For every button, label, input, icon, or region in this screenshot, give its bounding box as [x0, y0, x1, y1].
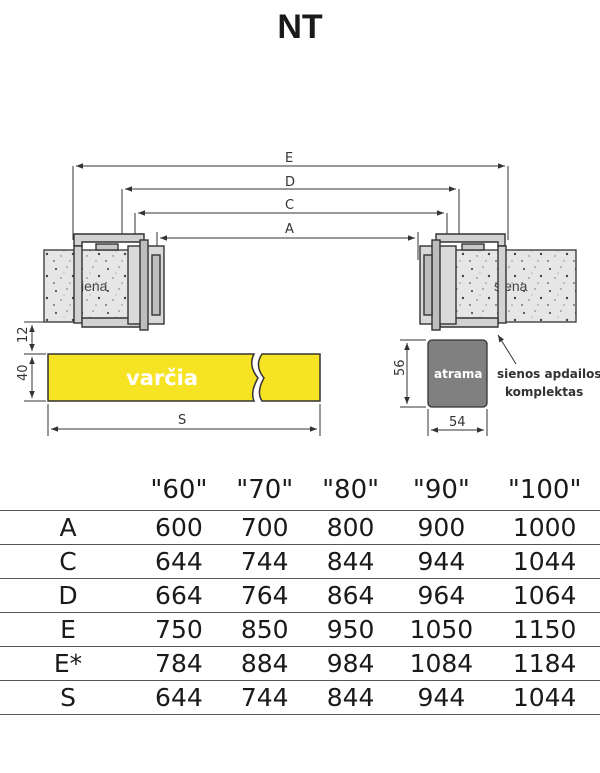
row-label: E	[0, 612, 136, 647]
frame-profile-right	[419, 233, 507, 331]
table-cell: 1044	[489, 544, 600, 579]
varcia-board	[47, 353, 259, 402]
table-cell: 750	[136, 612, 222, 647]
table-row: A 600 700 800 900 1000	[0, 510, 600, 545]
dim-56: 56	[393, 359, 408, 376]
table-cell: 944	[393, 680, 490, 715]
table-cell: 664	[136, 578, 222, 613]
table-cell: 1044	[489, 680, 600, 715]
dim-40: 40	[16, 364, 31, 381]
table-row: S 644 744 844 944 1044	[0, 680, 600, 715]
table-cell: 950	[307, 612, 394, 647]
finish-kit-label-1: sienos apdailos	[497, 367, 600, 381]
table-row: E* 784 884 984 1084 1184	[0, 646, 600, 681]
table-cell: 944	[393, 544, 490, 579]
table-cell: 864	[307, 578, 394, 613]
table-corner	[0, 470, 136, 511]
dim-12: 12	[16, 326, 31, 343]
table-cell: 700	[221, 510, 308, 545]
finish-kit-leader	[497, 334, 517, 365]
table-header: "90"	[393, 470, 490, 511]
table-cell: 644	[136, 544, 222, 579]
table-row: D 664 764 864 964 1064	[0, 578, 600, 613]
table-header-row: "60" "70" "80" "90" "100"	[0, 470, 600, 511]
table-cell: 600	[136, 510, 222, 545]
dim-label-a: A	[285, 222, 294, 237]
finish-kit-label-2: komplektas	[505, 385, 583, 399]
table-header: "80"	[307, 470, 394, 511]
table-cell: 1084	[393, 646, 490, 681]
row-label: C	[0, 544, 136, 579]
row-label: A	[0, 510, 136, 545]
row-label: S	[0, 680, 136, 715]
table-header: "60"	[136, 470, 222, 511]
table-cell: 644	[136, 680, 222, 715]
table-cell: 1064	[489, 578, 600, 613]
varcia-label: varčia	[126, 366, 198, 390]
table-cell: 1184	[489, 646, 600, 681]
frame-profile-left	[73, 233, 165, 331]
atrama-block	[427, 339, 488, 408]
table-cell: 850	[221, 612, 308, 647]
table-row: C 644 744 844 944 1044	[0, 544, 600, 579]
table-cell: 844	[307, 544, 394, 579]
row-label: D	[0, 578, 136, 613]
dim-label-s: S	[178, 413, 186, 428]
table-cell: 964	[393, 578, 490, 613]
table-cell: 1000	[489, 510, 600, 545]
table-header: "70"	[221, 470, 308, 511]
dim-label-e: E	[285, 151, 293, 166]
table-header: "100"	[489, 470, 600, 511]
table-cell: 884	[221, 646, 308, 681]
size-table: "60" "70" "80" "90" "100" A 600 700 800 …	[0, 470, 600, 715]
door-frame-diagram: E D C A siena siena varčia 12 40	[16, 151, 600, 436]
varcia-board-end	[257, 353, 321, 402]
table-cell: 984	[307, 646, 394, 681]
table-cell: 800	[307, 510, 394, 545]
table-row: E 750 850 950 1050 1150	[0, 612, 600, 647]
table-cell: 784	[136, 646, 222, 681]
table-cell: 1150	[489, 612, 600, 647]
row-label: E*	[0, 646, 136, 681]
table-cell: 764	[221, 578, 308, 613]
dim-label-c: C	[285, 198, 294, 213]
table-cell: 844	[307, 680, 394, 715]
atrama-label: atrama	[434, 367, 482, 381]
dim-label-d: D	[285, 175, 295, 190]
page-title: NT	[277, 8, 323, 46]
table-cell: 900	[393, 510, 490, 545]
table-cell: 1050	[393, 612, 490, 647]
table-cell: 744	[221, 544, 308, 579]
dim-54: 54	[449, 415, 466, 430]
table-cell: 744	[221, 680, 308, 715]
